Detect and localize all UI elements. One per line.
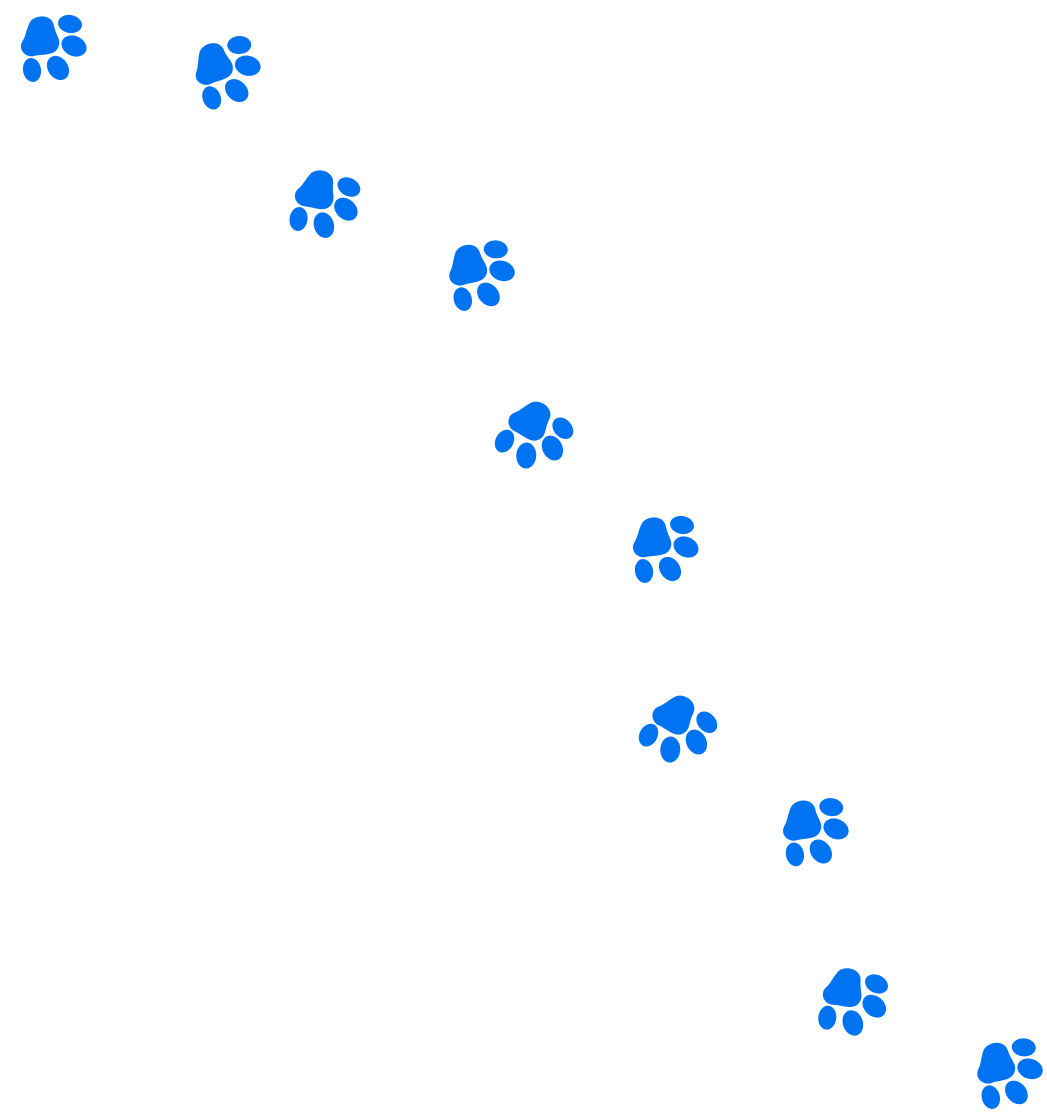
paw-print-icon xyxy=(781,795,854,870)
paw-print-icon xyxy=(20,13,91,85)
paw-print-icon xyxy=(632,514,703,586)
paw-print-icon xyxy=(630,683,730,783)
paw-print-icon xyxy=(283,161,372,251)
paw-print-icon xyxy=(812,959,899,1048)
paw-print-icon xyxy=(189,30,272,115)
paw-print-icon xyxy=(973,1034,1047,1113)
paw-print-icon xyxy=(486,389,586,489)
paw-print-icon xyxy=(445,236,522,315)
